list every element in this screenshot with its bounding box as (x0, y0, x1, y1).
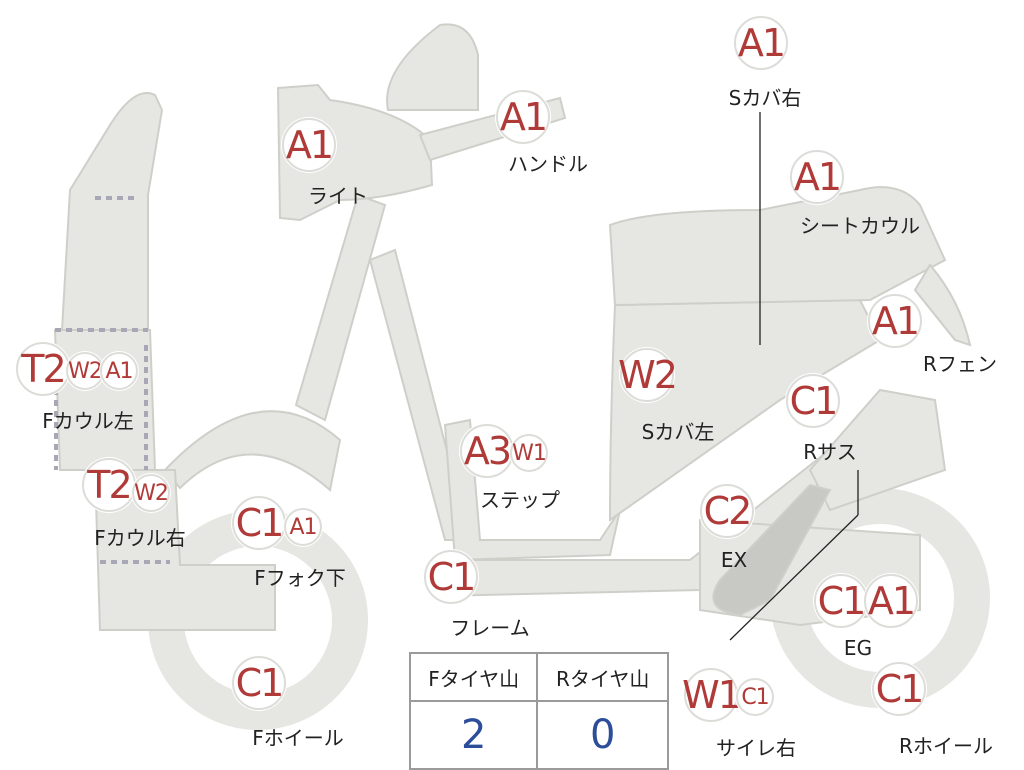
grade-badge-f-cowl-right-2: W2 (132, 474, 170, 512)
grade-badge-step-1: A3 (460, 424, 514, 478)
exhaust-shape (712, 483, 832, 617)
grade-badge-seat-cowl: A1 (790, 150, 844, 204)
rear-fender-shape (913, 263, 972, 347)
label-ex: EX (720, 548, 748, 572)
side-cover-shape (608, 298, 882, 522)
label-s-cover-left: Sカバ左 (641, 420, 715, 444)
tire-tread-table: Fタイヤ山 Rタイヤ山 2 0 (408, 652, 669, 770)
grade-badge-eg-1: C1 (814, 574, 868, 628)
label-seat-cowl: シートカウル (800, 214, 920, 238)
front-cowl-mid-shape (53, 329, 157, 471)
grade-badge-f-cowl-right-1: T2 (82, 458, 136, 512)
label-r-sus: Rサス (803, 440, 857, 464)
steering-column-shape (294, 193, 387, 422)
grade-badge-light: A1 (282, 118, 336, 172)
grade-badge-silencer-right-2: C1 (736, 678, 774, 716)
label-f-wheel: Fホイール (252, 726, 344, 750)
front-cowl-low-shape (93, 469, 276, 631)
label-eg: EG (843, 636, 873, 660)
label-light: ライト (308, 184, 368, 208)
label-f-cowl-left: Fカウル左 (42, 409, 134, 433)
tread-header-rear: Rタイヤ山 (536, 652, 669, 702)
grade-badge-r-fender: A1 (868, 294, 922, 348)
label-r-wheel: Rホイール (899, 734, 993, 758)
label-handle: ハンドル (508, 152, 588, 176)
label-silencer-right: サイレ右 (716, 736, 796, 760)
grade-badge-frame: C1 (424, 550, 478, 604)
grade-badge-f-wheel: C1 (232, 656, 286, 710)
front-cowl-top-shape (60, 92, 164, 331)
grade-badge-f-cowl-left-3: A1 (100, 352, 138, 390)
grade-badge-handle: A1 (496, 90, 550, 144)
label-frame: フレーム (450, 616, 530, 640)
mirror-shape (386, 23, 479, 111)
grade-badge-f-fork-lower-2: A1 (284, 508, 322, 546)
grade-badge-r-wheel: C1 (872, 662, 926, 716)
grade-badge-s-cover-right: A1 (734, 16, 788, 70)
grade-badge-f-fork-lower-1: C1 (232, 496, 286, 550)
seat-shape (608, 186, 947, 307)
grade-badge-s-cover-left: W2 (618, 348, 678, 402)
grade-badge-eg-2: A1 (864, 574, 918, 628)
grade-badge-r-sus: C1 (786, 374, 840, 428)
grade-badge-f-cowl-left-1: T2 (16, 342, 70, 396)
rear-suspension-shape (808, 388, 947, 512)
label-s-cover-right: Sカバ右 (728, 86, 802, 110)
tread-value-rear: 0 (536, 700, 669, 770)
label-r-fender: Rフェン (923, 352, 997, 376)
label-f-fork-lower: Fフォク下 (254, 566, 346, 590)
grade-badge-ex: C2 (700, 484, 754, 538)
front-fender-shape (163, 410, 342, 492)
grade-badge-step-2: W1 (510, 434, 548, 472)
grade-badge-silencer-right-1: W1 (682, 668, 742, 722)
tread-header-front: Fタイヤ山 (408, 652, 539, 702)
grade-badge-f-cowl-left-2: W2 (66, 352, 104, 390)
tread-value-front: 2 (408, 700, 539, 770)
label-step: ステップ (480, 488, 560, 512)
label-f-cowl-right: Fカウル右 (94, 526, 186, 550)
